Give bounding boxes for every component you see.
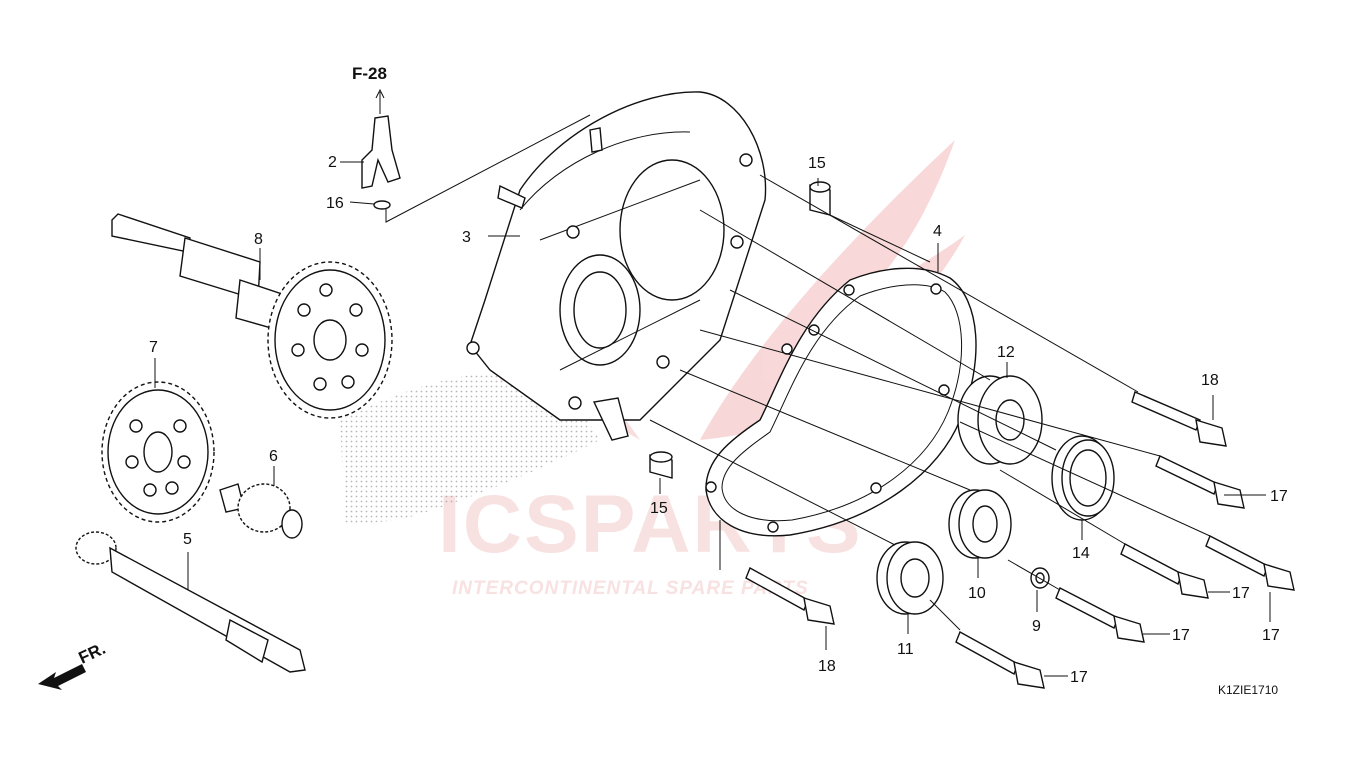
- shaft-part-5[interactable]: [75, 531, 306, 673]
- bolt-part-18-left[interactable]: [745, 567, 835, 625]
- part-label-7[interactable]: 7: [149, 339, 158, 356]
- bolt-part-17-d[interactable]: [1055, 587, 1145, 643]
- part-label-5[interactable]: 5: [183, 531, 192, 548]
- part-label-14[interactable]: 14: [1072, 545, 1090, 562]
- part-label-15-lower[interactable]: 15: [650, 500, 668, 517]
- part-label-8[interactable]: 8: [254, 231, 263, 248]
- dowel-pin-part-15-lower[interactable]: [649, 451, 673, 479]
- part-label-11[interactable]: 11: [897, 641, 914, 658]
- part-label-17-c[interactable]: 17: [1172, 627, 1190, 644]
- part-label-3[interactable]: 3: [462, 229, 471, 246]
- transmission-case-part-3[interactable]: [466, 91, 767, 441]
- part-label-17-a[interactable]: 17: [1270, 488, 1288, 505]
- small-gear-part-6[interactable]: [219, 483, 303, 539]
- part-label-17-b[interactable]: 17: [1232, 585, 1250, 602]
- part-label-6[interactable]: 6: [269, 448, 278, 465]
- bolt-part-17-a[interactable]: [1155, 455, 1245, 509]
- hose-clip-part-16[interactable]: [373, 200, 391, 210]
- part-label-17-e[interactable]: 17: [1070, 669, 1088, 686]
- dowel-pin-part-15-upper[interactable]: [809, 181, 831, 216]
- countershaft-gear-part-8[interactable]: [111, 213, 393, 419]
- part-label-18-left[interactable]: 18: [818, 658, 836, 675]
- watermark-tagline: INTERCONTINENTAL SPARE PARTS: [452, 578, 809, 599]
- part-label-12[interactable]: 12: [997, 344, 1015, 361]
- bolt-part-17-c[interactable]: [1120, 543, 1209, 599]
- part-label-18-right[interactable]: 18: [1201, 372, 1219, 389]
- bolt-part-18-right[interactable]: [1131, 391, 1227, 447]
- bearing-part-11[interactable]: [876, 541, 944, 615]
- front-direction-arrow: FR.: [38, 639, 109, 690]
- bearing-part-10[interactable]: [948, 489, 1012, 559]
- bolt-part-17-e[interactable]: [955, 631, 1045, 689]
- gear-teeth: [267, 261, 393, 419]
- dotted-shading: [340, 372, 600, 525]
- bearing-part-12[interactable]: [957, 375, 1043, 465]
- part-label-16[interactable]: 16: [326, 195, 344, 212]
- part-label-17-d[interactable]: 17: [1262, 627, 1280, 644]
- part-label-9[interactable]: 9: [1032, 618, 1041, 635]
- part-label-2[interactable]: 2: [328, 154, 337, 171]
- bolt-part-17-b[interactable]: [1205, 535, 1295, 591]
- drawing-code: K1ZIE1710: [1218, 683, 1278, 697]
- part-label-15-upper[interactable]: 15: [808, 155, 826, 172]
- reference-label-f28[interactable]: F-28: [352, 64, 387, 83]
- part-label-10[interactable]: 10: [968, 585, 986, 602]
- arrow-to-f28: [375, 88, 385, 114]
- breather-hose-part-2[interactable]: [361, 115, 401, 189]
- front-direction-label: FR.: [76, 639, 109, 668]
- watermark-wing-logo: [700, 140, 965, 440]
- part-label-4[interactable]: 4: [933, 223, 942, 240]
- gasket-part-4[interactable]: [705, 267, 977, 537]
- leader-lines: [154, 114, 1271, 677]
- gear-part-7[interactable]: [101, 381, 215, 523]
